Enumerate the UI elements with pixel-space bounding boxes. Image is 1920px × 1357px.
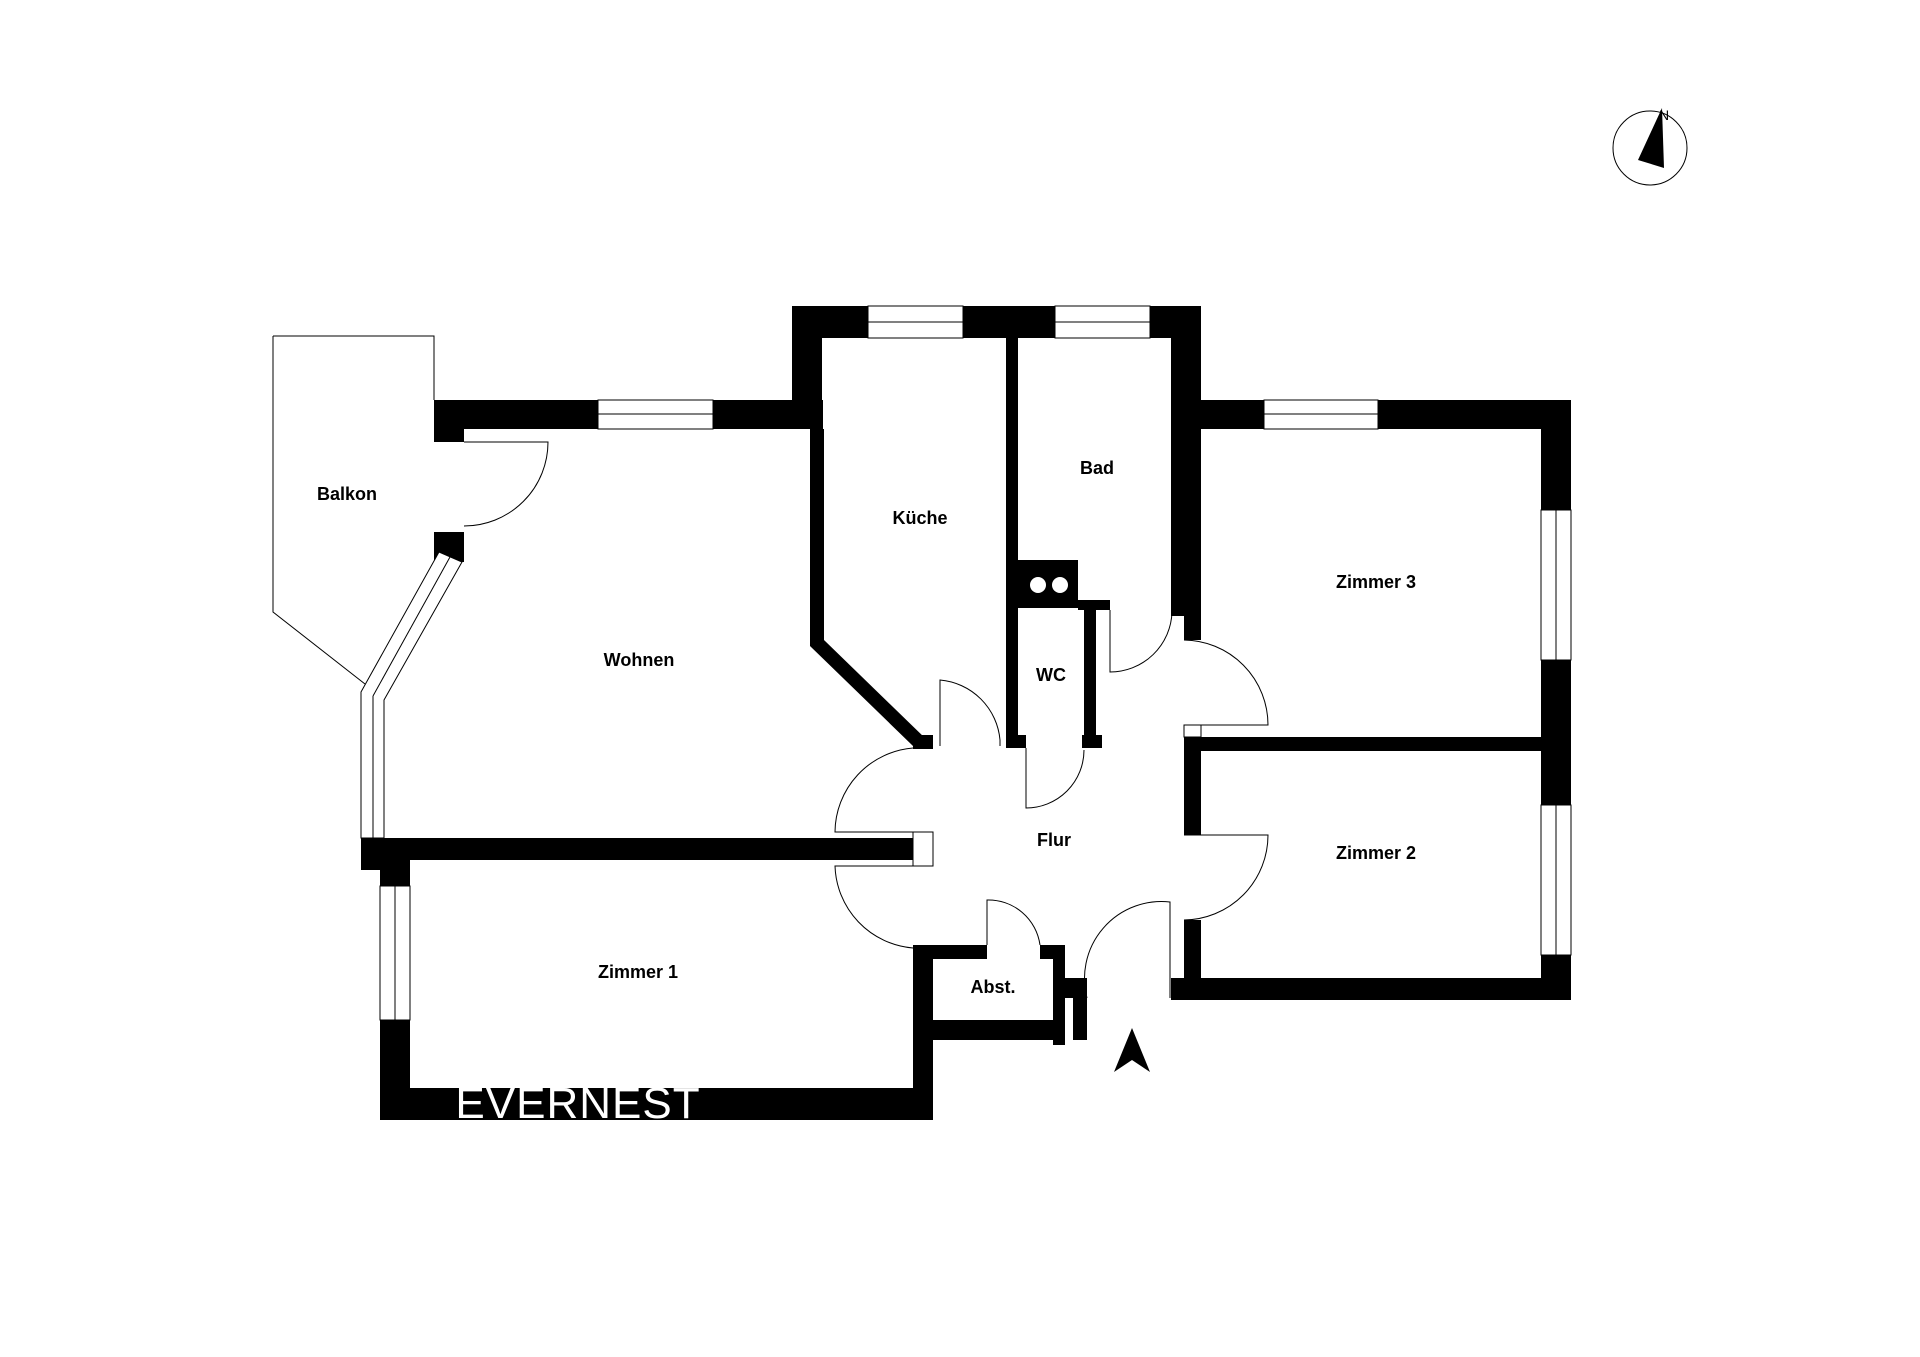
room-label-abst: Abst. xyxy=(971,977,1016,997)
room-label-zimmer3: Zimmer 3 xyxy=(1336,572,1416,592)
room-label-bad: Bad xyxy=(1080,458,1114,478)
room-label-flur: Flur xyxy=(1037,830,1071,850)
room-label-wohnen: Wohnen xyxy=(604,650,675,670)
room-label-balkon: Balkon xyxy=(317,484,377,504)
room-label-zimmer2: Zimmer 2 xyxy=(1336,843,1416,863)
brand-watermark: EVERNEST xyxy=(455,1079,700,1128)
room-label-kueche: Küche xyxy=(892,508,947,528)
door-swings xyxy=(463,441,1269,999)
compass-north-label: N xyxy=(1659,107,1669,123)
windows xyxy=(360,305,1572,1021)
chimney-flues xyxy=(1030,577,1068,593)
entrance-arrow-icon xyxy=(1114,1028,1150,1072)
walls xyxy=(361,306,1571,1120)
balcony-outline xyxy=(272,335,435,685)
compass-icon: N xyxy=(1612,107,1688,186)
room-label-wc: WC xyxy=(1036,665,1066,685)
room-label-zimmer1: Zimmer 1 xyxy=(598,962,678,982)
